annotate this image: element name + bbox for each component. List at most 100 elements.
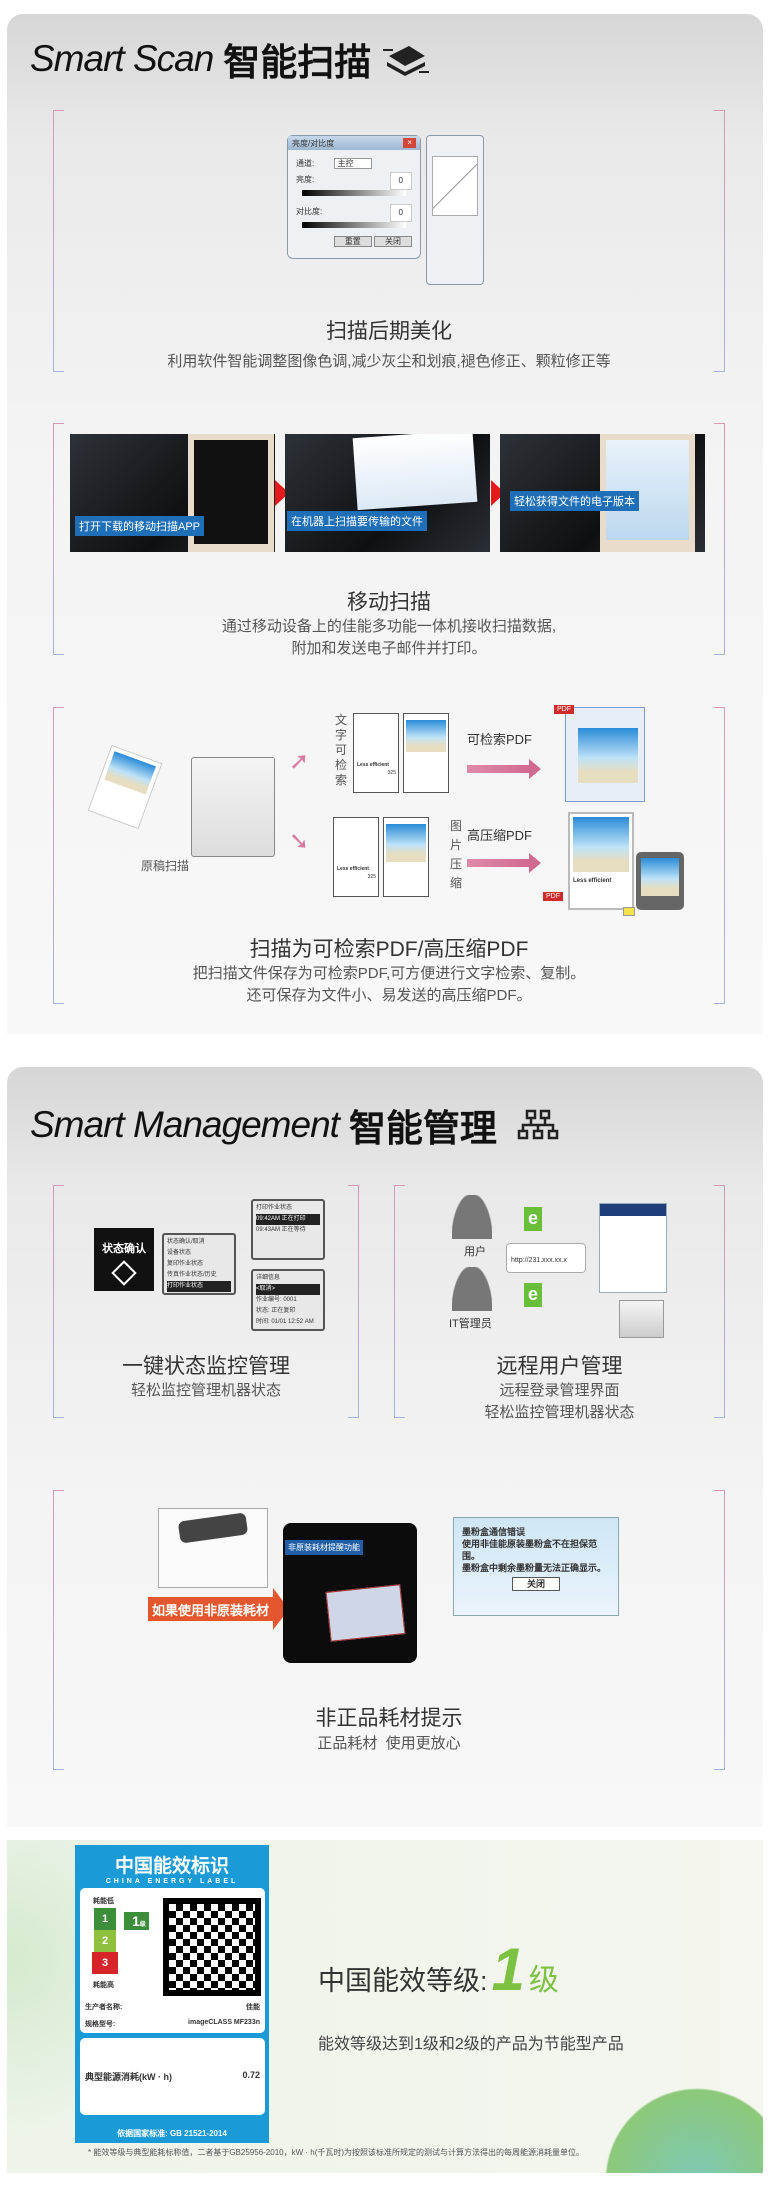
feature-description-line-1: 把扫描文件保存为可检索PDF,可方便进行文字检索、复制。 <box>192 965 586 982</box>
user-label: 用户 <box>464 1246 486 1258</box>
job-item[interactable]: 09:42AM 正在打印 <box>256 1214 320 1225</box>
feature-non-genuine-alert: 如果使用非原装耗材 非原装耗材提醒功能 墨粉盒通信错误 使用非佳能原装墨粉盒不在… <box>53 1490 725 1770</box>
feature-description-line-2: 附加和发送电子邮件并打印。 <box>291 640 487 657</box>
channel-select[interactable]: 主控 <box>334 158 373 169</box>
image-page-compressed <box>383 817 429 897</box>
title-en: Smart Scan <box>30 38 214 79</box>
remote-ui-screenshot <box>599 1203 667 1293</box>
doc-title: Less efficient <box>357 762 389 768</box>
feature-mobile-scan: 打开下载的移动扫描APP 在机器上扫描要传输的文件 轻松获得文件的电子版本 移动… <box>53 423 725 657</box>
non-genuine-arrow: 如果使用非原装耗材 <box>148 1597 273 1621</box>
feature-description-line-2: 还可保存为文件小、易发送的高压缩PDF。 <box>246 987 532 1004</box>
grade-title: 中国能效等级: <box>318 1966 488 1996</box>
menu-item[interactable]: 打印作业状态 <box>167 1281 231 1292</box>
title-cn: 智能管理 <box>348 1108 497 1149</box>
brightness-label: 亮度: <box>296 175 315 184</box>
feature-heading: 扫描为可检索PDF/高压缩PDF <box>249 938 529 961</box>
menu-item[interactable]: 设备状态 <box>167 1250 192 1256</box>
dialog-line: 墨粉盒通信错误 <box>462 1527 526 1537</box>
contrast-value[interactable]: 0 <box>389 204 412 222</box>
contrast-slider[interactable] <box>302 222 406 228</box>
marker-unit: 级 <box>139 1922 146 1928</box>
dialog-title: 亮度/对比度 <box>292 139 335 148</box>
close-icon[interactable]: × <box>403 138 416 148</box>
grade-marker: 1级 <box>124 1912 149 1930</box>
grade-value: 1 <box>491 1936 525 2003</box>
brightness-slider[interactable] <box>302 190 406 196</box>
qr-code <box>163 1898 261 1996</box>
channel-label: 通道: <box>296 159 315 168</box>
feature-status-monitor: 状态确认 状态确认/取消设备状态复印作业状态传真作业状态/历史打印作业状态 打印… <box>53 1185 359 1418</box>
feature-description: 轻松监控管理机器状态 <box>130 1382 281 1399</box>
photo-electronic-version: 轻松获得文件的电子版本 <box>500 434 705 552</box>
doc-number: 325 <box>387 770 396 776</box>
feature-heading: 移动扫描 <box>347 591 431 614</box>
searchable-side-label: 文字可检索 <box>335 713 348 787</box>
photo-open-app: 打开下载的移动扫描APP <box>70 434 275 552</box>
pdf-icon: PDF <box>543 892 563 901</box>
error-dialog: 墨粉盒通信错误 使用非佳能原装墨粉盒不在担保范围。 墨粉盒中剩余墨粉量无法正确显… <box>453 1517 619 1616</box>
photo-scan-document: 在机器上扫描要传输的文件 <box>285 434 490 552</box>
feature-heading: 一键状态监控管理 <box>122 1355 290 1378</box>
feature-description: 正品耗材 使用更放心 <box>317 1735 461 1752</box>
text-page: Less efficient 325 <box>353 713 399 793</box>
label-standard: 依据国家标准: GB 21521-2014 <box>117 2129 227 2138</box>
brightness-value[interactable]: 0 <box>389 172 412 190</box>
doc-title: Less efficient <box>337 866 369 872</box>
producer-value: 佳能 <box>246 2004 260 2011</box>
feature-description-line-1: 通过移动设备上的佳能多功能一体机接收扫描数据, <box>221 618 557 635</box>
reset-button[interactable]: 重置 <box>333 236 372 247</box>
original-document <box>87 744 163 830</box>
browser-e-icon: e <box>524 1283 542 1307</box>
low-consumption-label: 耗能低 <box>93 1898 114 1905</box>
high-consumption-label: 耗能高 <box>93 1982 114 1989</box>
feature-description-line-1: 远程登录管理界面 <box>499 1382 620 1399</box>
menu-item: 状态确认/取消 <box>167 1239 205 1245</box>
consumption-value: 0.72 <box>242 2070 260 2080</box>
brightness-dialog: 亮度/对比度 × 通道: 主控 亮度:0 对比度:0 重置 关闭 <box>287 135 421 259</box>
marker-value: 1 <box>132 1913 140 1929</box>
printer-image <box>619 1300 664 1338</box>
mail-icon <box>623 907 635 916</box>
menu-item[interactable]: 传真作业状态/历史 <box>167 1272 217 1278</box>
grade-3: 3 <box>92 1952 118 1974</box>
arrow-right-icon <box>467 853 541 873</box>
dialog-close-button[interactable]: 关闭 <box>511 1577 560 1591</box>
doc-title: Less efficient <box>573 878 612 884</box>
screen-title: 详细信息 <box>256 1275 281 1281</box>
searchable-pdf-label: 可检索PDF <box>467 732 533 747</box>
admin-avatar-icon <box>452 1267 492 1311</box>
photo-caption: 打开下载的移动扫描APP <box>75 516 205 536</box>
grade-2: 2 <box>94 1930 116 1952</box>
photo-caption: 轻松获得文件的电子版本 <box>510 491 639 511</box>
compressed-pdf-preview: Less efficient <box>568 812 634 910</box>
dialog-line: 使用非佳能原装墨粉盒不在担保范围。 <box>462 1539 598 1561</box>
menu-item[interactable]: 复印作业状态 <box>167 1261 204 1267</box>
original-scan-label: 原稿扫描 <box>141 859 190 873</box>
energy-footnote: * 能效等级与典型能耗标称值，二者基于GB25956-2010，kW · h(千… <box>88 2148 585 2157</box>
address-bar[interactable]: http://231.xxx.xx.x <box>506 1243 586 1273</box>
photo-caption: 在机器上扫描要传输的文件 <box>287 511 427 531</box>
printer-panel-photo: 非原装耗材提醒功能 <box>283 1523 417 1663</box>
smart-management-section <box>7 1067 763 1827</box>
smart-management-title: Smart Management 智能管理 <box>30 1098 561 1152</box>
job-item[interactable]: 09:43AM 正在等待 <box>256 1227 306 1233</box>
toner-install-illustration <box>158 1508 268 1588</box>
compressed-pdf-label: 高压缩PDF <box>467 828 533 843</box>
printer-image <box>191 757 275 857</box>
curve-dialog-thumbnail <box>426 135 484 285</box>
close-button[interactable]: 关闭 <box>374 236 412 247</box>
title-en: Smart Management <box>30 1104 340 1145</box>
admin-label: IT管理员 <box>449 1318 492 1330</box>
arrow-up-icon: ➚ <box>289 748 310 775</box>
status-confirm-button[interactable]: 状态确认 <box>94 1228 154 1291</box>
image-page <box>403 713 449 793</box>
title-cn: 智能扫描 <box>223 42 372 83</box>
diamond-icon <box>111 1260 137 1286</box>
cancel-item[interactable]: <取消> <box>256 1284 320 1295</box>
model-value: imageCLASS MF233n <box>188 2019 260 2026</box>
arrow-down-icon: ➘ <box>289 828 310 855</box>
